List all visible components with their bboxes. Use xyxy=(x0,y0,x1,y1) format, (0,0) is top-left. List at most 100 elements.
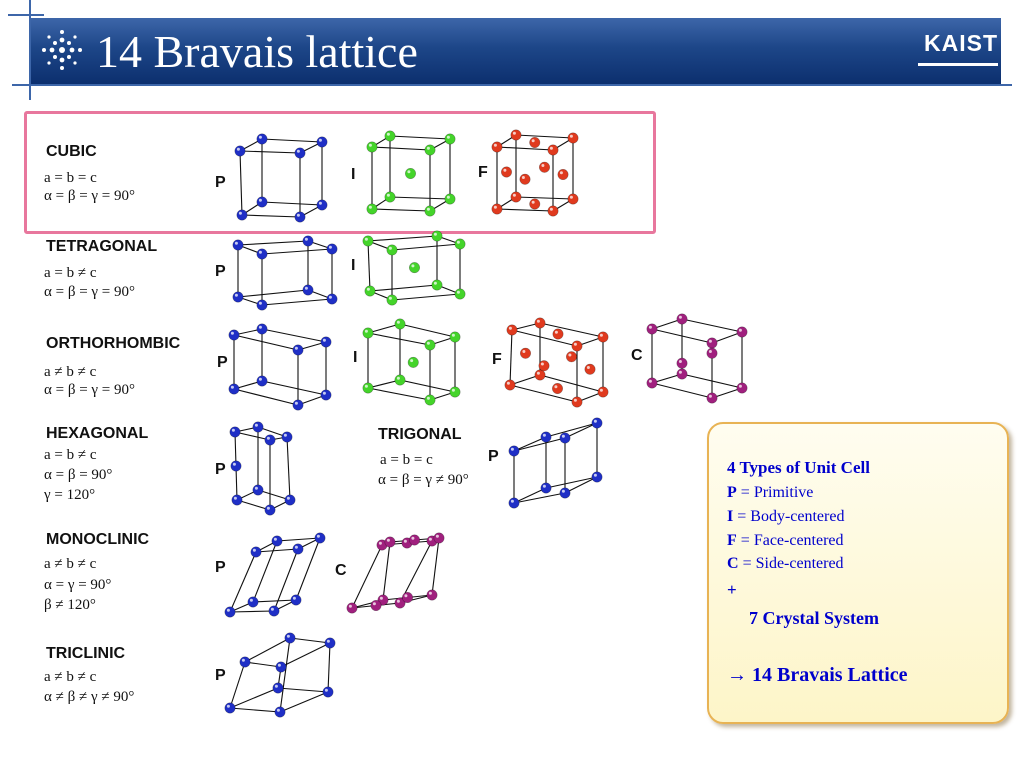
lattice-atom-highlight xyxy=(274,684,278,688)
face-center-atom-highlight xyxy=(521,175,525,179)
lattice-edge xyxy=(367,332,431,346)
lattice-atom-highlight xyxy=(648,325,652,329)
lattice-atom-highlight xyxy=(258,325,262,329)
lattice-atom xyxy=(506,324,518,336)
system-param: a = b ≠ c xyxy=(44,447,97,463)
lattice-atom xyxy=(292,344,304,356)
lattice-atom xyxy=(394,318,406,330)
lattice-atom xyxy=(444,133,456,145)
lattice-atom-highlight xyxy=(304,286,308,290)
legend-sep: = xyxy=(736,532,754,549)
lattice-atom xyxy=(559,432,571,444)
lattice-atom xyxy=(228,383,240,395)
lattice-atom xyxy=(247,596,259,608)
system-param: α = γ = 90° xyxy=(44,577,112,593)
lattice-atom-highlight xyxy=(536,371,540,375)
lattice-edge xyxy=(252,599,297,603)
lattice-edge xyxy=(513,487,547,504)
lattice-atom xyxy=(591,417,603,429)
face-center-atom xyxy=(519,173,531,185)
lattice-edge xyxy=(261,138,323,143)
lattice-atom-highlight xyxy=(234,241,238,245)
lattice-atom xyxy=(571,396,583,408)
side-center-atom xyxy=(408,534,420,546)
face-center-atom-highlight xyxy=(559,171,563,175)
lattice-atom xyxy=(386,244,398,256)
lattice-edge xyxy=(279,637,291,713)
lattice-edge xyxy=(513,492,566,504)
lattice-atom xyxy=(256,248,268,260)
lattice-atom-highlight xyxy=(426,396,430,400)
lattice-edge xyxy=(239,150,301,154)
lattice-atom-highlight xyxy=(230,331,234,335)
lattice-edge xyxy=(261,380,327,396)
lattice-atom xyxy=(510,191,522,203)
lattice-atom xyxy=(320,389,332,401)
logo-underline xyxy=(918,63,998,66)
lattice-edge xyxy=(261,328,327,343)
lattice-edge xyxy=(244,661,282,668)
lattice-edge xyxy=(515,134,574,139)
lattice-atom xyxy=(444,193,456,205)
lattice-type-label: C xyxy=(335,562,347,579)
lattice-edge xyxy=(367,323,401,334)
lattice-atom-highlight xyxy=(593,473,597,477)
lattice-atom-highlight xyxy=(428,537,432,541)
lattice-atom-highlight xyxy=(506,381,510,385)
system-name-trigonal: TRIGONAL xyxy=(378,426,462,443)
lattice-atom xyxy=(433,532,445,544)
lattice-atom xyxy=(676,313,688,325)
lattice-type-label: P xyxy=(215,461,226,478)
legend-item: P = Primitive xyxy=(727,484,813,502)
face-center-atom xyxy=(584,363,596,375)
face-center-atom-highlight xyxy=(531,200,535,204)
lattice-atom xyxy=(256,323,268,335)
lattice-atom xyxy=(294,147,306,159)
lattice-edge xyxy=(399,323,456,338)
lattice-atom xyxy=(449,331,461,343)
lattice-edge xyxy=(261,201,323,206)
system-name-orthorhombic: ORTHORHOMBIC xyxy=(46,335,181,352)
lattice-atom xyxy=(256,299,268,311)
lattice-atom xyxy=(534,369,546,381)
lattice-edge xyxy=(545,476,598,489)
face-center-atom xyxy=(538,360,550,372)
lattice-atom xyxy=(597,386,609,398)
lattice-atom xyxy=(272,682,284,694)
lattice-edge xyxy=(229,610,275,613)
lattice-atom-highlight xyxy=(446,195,450,199)
lattice-atom xyxy=(284,494,296,506)
lattice-atom-highlight xyxy=(573,398,577,402)
lattice-atom xyxy=(264,504,276,516)
lattice-atom xyxy=(384,130,396,142)
lattice-atom xyxy=(567,132,579,144)
lattice-atom-highlight xyxy=(426,146,430,150)
lattice-atom xyxy=(236,209,248,221)
lattice-edge xyxy=(511,329,578,347)
face-center-atom-highlight xyxy=(554,330,558,334)
lattice-edge xyxy=(509,384,578,403)
lattice-atom-highlight xyxy=(322,338,326,342)
lattice-edge xyxy=(651,373,683,384)
lattice-atom-highlight xyxy=(738,384,742,388)
system-param: α = β = γ ≠ 90° xyxy=(378,472,469,488)
legend-item: F = Face-centered xyxy=(727,532,844,550)
lattice-atom xyxy=(394,374,406,386)
lattice-edge xyxy=(564,422,598,439)
side-center-atom xyxy=(706,347,718,359)
lattice-atom-highlight xyxy=(508,326,512,330)
legend-plus: + xyxy=(727,580,737,599)
lattice-atom-highlight xyxy=(378,541,382,545)
side-center-atom-highlight xyxy=(678,359,682,363)
lattice-type-label: P xyxy=(217,354,228,371)
lattice-atom xyxy=(281,431,293,443)
lattice-edge xyxy=(391,293,461,301)
face-center-atom-highlight xyxy=(531,139,535,143)
lattice-edge xyxy=(286,436,291,501)
lattice-atom xyxy=(491,141,503,153)
lattice-atom-highlight xyxy=(328,245,332,249)
face-center-atom xyxy=(529,137,541,149)
lattice-edge xyxy=(229,551,257,613)
lattice-type-label: C xyxy=(631,347,643,364)
lattice-atom xyxy=(449,386,461,398)
